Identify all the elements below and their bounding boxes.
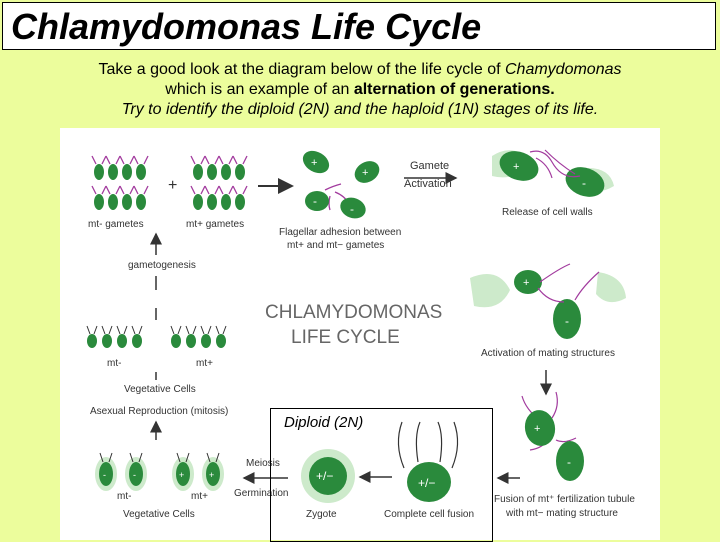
vegetative-cell-walled: - bbox=[95, 453, 117, 491]
vegetative-cells-label: Vegetative Cells bbox=[124, 384, 196, 395]
gamete-cell bbox=[120, 156, 134, 180]
flagellar-adhesion-label-1: Flagellar adhesion between bbox=[279, 227, 401, 238]
mt-plus-gametes-group bbox=[191, 156, 247, 210]
vegetative-cells-mt-plus bbox=[171, 326, 226, 348]
vegetative-cell bbox=[216, 326, 226, 348]
gamete-activation-label-2: Activation bbox=[404, 178, 452, 190]
gamete-cell bbox=[120, 186, 134, 210]
cell-plus-sign: + bbox=[311, 157, 317, 169]
mt-plus-gametes-label: mt+ gametes bbox=[186, 219, 244, 230]
vegetative-cell bbox=[117, 326, 127, 348]
vegetative-cell bbox=[201, 326, 211, 348]
cell-plus-sign: + bbox=[179, 470, 184, 480]
activation-mating-label: Activation of mating structures bbox=[481, 348, 615, 359]
bottom-vegetative-cells-label: Vegetative Cells bbox=[123, 509, 195, 520]
fusion-tubule-label-2: with mt− mating structure bbox=[505, 508, 618, 519]
cell-minus-sign: - bbox=[582, 176, 586, 190]
cell-plus-sign: + bbox=[209, 470, 214, 480]
gamete-cell bbox=[233, 156, 247, 180]
cell-plus-sign: + bbox=[362, 167, 368, 179]
gametogenesis-label: gametogenesis bbox=[128, 260, 196, 271]
vegetative-cell bbox=[87, 326, 97, 348]
gamete-cell bbox=[191, 186, 205, 210]
center-title-line-1: CHLAMYDOMONAS bbox=[265, 302, 442, 323]
bottom-mt-minus-label: mt- bbox=[117, 491, 131, 502]
release-cell-walls-label: Release of cell walls bbox=[502, 207, 593, 218]
release-cell-walls-illustration: + - bbox=[492, 146, 614, 202]
gamete-activation-label-1: Gamete bbox=[410, 160, 449, 172]
vegetative-cell bbox=[132, 326, 142, 348]
gamete-cell bbox=[106, 156, 120, 180]
cell-minus-sign: - bbox=[350, 202, 354, 216]
cell-minus-sign: - bbox=[103, 470, 106, 480]
bottom-vegetative-cells: - - + + bbox=[95, 453, 224, 491]
vegetative-cell-walled: + bbox=[202, 453, 224, 491]
gamete-cell bbox=[205, 156, 219, 180]
gamete-cell bbox=[106, 186, 120, 210]
vegetative-mt-minus-label: mt- bbox=[107, 358, 121, 369]
cell-minus-sign: - bbox=[565, 314, 569, 328]
vegetative-cell bbox=[186, 326, 196, 348]
diploid-box-label: Diploid (2N) bbox=[284, 414, 363, 431]
cell-minus-sign: - bbox=[567, 455, 571, 469]
plus-sign: + bbox=[168, 177, 177, 194]
asexual-reproduction-label: Asexual Reproduction (mitosis) bbox=[90, 406, 228, 417]
vegetative-cell-walled: - bbox=[125, 453, 147, 491]
flagellar-adhesion-cells: + + - - bbox=[299, 146, 383, 222]
gamete-cell bbox=[205, 186, 219, 210]
gamete-cell bbox=[191, 156, 205, 180]
cell-minus-sign: - bbox=[313, 194, 317, 208]
gamete-cell bbox=[92, 186, 106, 210]
vegetative-cells-mt-minus bbox=[87, 326, 142, 348]
bottom-mt-plus-label: mt+ bbox=[191, 491, 208, 502]
vegetative-cell bbox=[102, 326, 112, 348]
activation-mating-illustration: + - bbox=[470, 264, 626, 339]
flagellar-adhesion-label-2: mt+ and mt− gametes bbox=[287, 240, 384, 251]
fusion-tubule-label-1: Fusion of mt⁺ fertilization tubule bbox=[494, 494, 635, 505]
gamete-cell bbox=[134, 156, 148, 180]
cell-plus-sign: + bbox=[513, 161, 519, 173]
cell-minus-sign: - bbox=[133, 470, 136, 480]
center-title-line-2: LIFE CYCLE bbox=[291, 327, 400, 348]
vegetative-mt-plus-label: mt+ bbox=[196, 358, 213, 369]
mt-minus-gametes-label: mt- gametes bbox=[88, 219, 144, 230]
gamete-cell bbox=[219, 186, 233, 210]
vegetative-cell-walled: + bbox=[172, 453, 194, 491]
gamete-cell bbox=[219, 156, 233, 180]
fertilization-tubule-cells: + - bbox=[522, 392, 584, 481]
gamete-cell bbox=[92, 156, 106, 180]
vegetative-cell bbox=[171, 326, 181, 348]
mt-minus-gametes-group bbox=[92, 156, 148, 210]
gamete-cell bbox=[233, 186, 247, 210]
cell-plus-sign: + bbox=[523, 277, 529, 289]
cell-plus-sign: + bbox=[534, 423, 540, 435]
gamete-cell bbox=[134, 186, 148, 210]
